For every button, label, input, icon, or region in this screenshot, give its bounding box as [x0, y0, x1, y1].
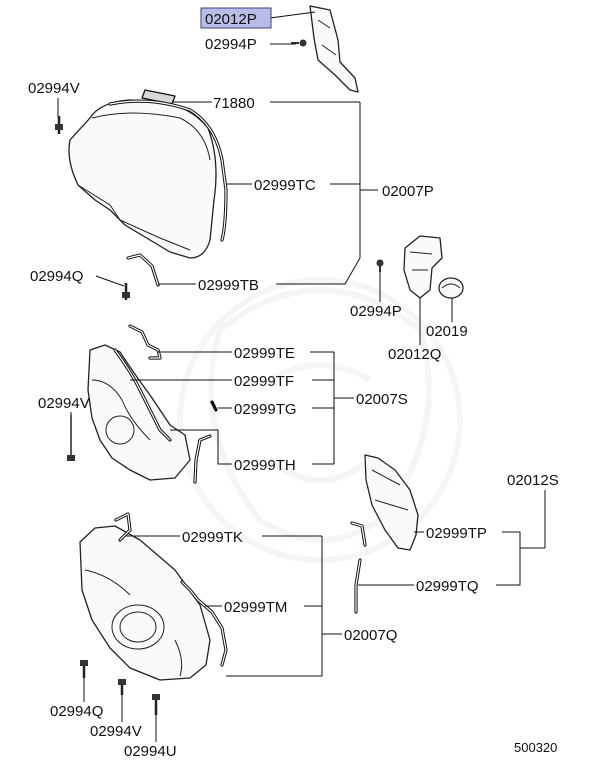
- part-02994Q-bolt-mid[interactable]: [122, 283, 130, 300]
- part-02999TE-gasket[interactable]: [128, 324, 162, 360]
- label-02999TB[interactable]: 02999TB: [198, 277, 259, 294]
- part-02999TF-gasket[interactable]: [113, 348, 172, 442]
- label-02007Q[interactable]: 02007Q: [344, 627, 397, 644]
- label-02012P[interactable]: 02012P: [205, 11, 257, 28]
- label-02999TG[interactable]: 02999TG: [234, 401, 297, 418]
- label-02999TH[interactable]: 02999TH: [234, 457, 296, 474]
- part-02994V-bolt-bot[interactable]: [118, 679, 126, 695]
- label-71880[interactable]: 71880: [213, 95, 255, 112]
- leader-lines: [57, 11, 546, 742]
- highlight-02012P: [200, 7, 272, 29]
- part-02012P-bracket[interactable]: [309, 5, 359, 93]
- part-02999TC-gasket[interactable]: [108, 99, 228, 242]
- part-02999TQ-gasket[interactable]: [354, 558, 362, 614]
- part-02012Q-bracket[interactable]: [403, 235, 443, 299]
- part-02994U-bolt-bot[interactable]: [152, 694, 160, 715]
- part-02012S-plate[interactable]: [364, 454, 419, 551]
- part-02999TP-gasket[interactable]: [350, 521, 367, 547]
- label-02019[interactable]: 02019: [426, 323, 468, 340]
- part-02007P-upper-cover[interactable]: [68, 99, 217, 259]
- label-02999TQ[interactable]: 02999TQ: [416, 578, 479, 595]
- label-02012Q[interactable]: 02012Q: [388, 346, 441, 363]
- part-02999TM-gasket[interactable]: [180, 580, 228, 667]
- label-02999TP[interactable]: 02999TP: [426, 525, 487, 542]
- part-02994P-bolt-top[interactable]: [291, 39, 307, 47]
- label-02994P-top[interactable]: 02994P: [205, 36, 257, 53]
- part-02994V-bolt-mid[interactable]: [67, 415, 75, 461]
- label-02994V-mid[interactable]: 02994V: [38, 395, 90, 412]
- label-02999TE[interactable]: 02999TE: [234, 345, 295, 362]
- part-02994Q-bolt-bot[interactable]: [80, 660, 88, 678]
- part-02007S-middle-cover[interactable]: [87, 344, 191, 481]
- label-02012S[interactable]: 02012S: [507, 472, 559, 489]
- label-02999TM[interactable]: 02999TM: [224, 599, 287, 616]
- part-02994V-bolt-top[interactable]: [55, 116, 63, 134]
- part-02999TK-gasket[interactable]: [114, 512, 132, 542]
- figure-number: 500320: [514, 740, 557, 755]
- label-02994V-bot[interactable]: 02994V: [90, 723, 142, 740]
- labels: 02012P 02994P 02994V 71880 02999TC 02007…: [28, 7, 559, 760]
- label-02999TK[interactable]: 02999TK: [182, 529, 243, 546]
- part-02999TH-gasket[interactable]: [193, 434, 212, 484]
- label-02999TC[interactable]: 02999TC: [254, 177, 316, 194]
- part-02994P-bolt-right[interactable]: [376, 259, 384, 273]
- part-02007Q-lower-cover[interactable]: [79, 525, 211, 681]
- label-02994V-top[interactable]: 02994V: [28, 80, 80, 97]
- part-02019-cap[interactable]: [438, 277, 464, 299]
- label-02007S[interactable]: 02007S: [356, 391, 408, 408]
- part-02999TB-gasket[interactable]: [126, 253, 160, 287]
- label-02994Q-mid[interactable]: 02994Q: [30, 268, 83, 285]
- part-02999TG-clip[interactable]: [210, 400, 218, 412]
- label-02994Q-bot[interactable]: 02994Q: [50, 703, 103, 720]
- label-02007P[interactable]: 02007P: [382, 183, 434, 200]
- label-02994U[interactable]: 02994U: [124, 743, 177, 760]
- label-02999TF[interactable]: 02999TF: [234, 373, 294, 390]
- label-02994P-right[interactable]: 02994P: [350, 303, 402, 320]
